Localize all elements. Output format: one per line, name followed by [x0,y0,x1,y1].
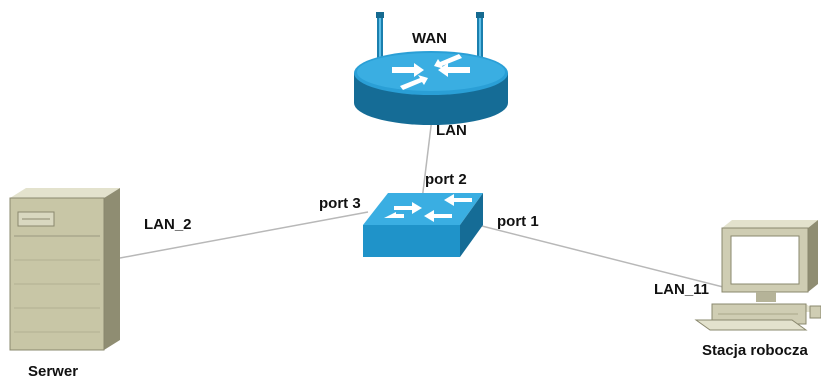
link-switch-workstation [469,222,736,291]
router-icon [354,12,508,125]
port3-label: port 3 [319,195,361,212]
server-icon [9,188,120,351]
link-router-switch [421,117,433,201]
link-switch-server [119,211,369,259]
workstation-name: Stacja robocza [702,342,808,359]
server-name: Serwer [28,363,79,376]
port1-label: port 1 [497,213,539,230]
server-link-label: LAN_2 [144,216,192,233]
switch-icon [363,193,483,257]
lan-label: LAN [436,122,467,139]
workstation-icon [694,220,821,331]
port2-label: port 2 [425,171,467,188]
wan-label: WAN [412,30,447,47]
workstation-link-label: LAN_11 [654,281,710,298]
